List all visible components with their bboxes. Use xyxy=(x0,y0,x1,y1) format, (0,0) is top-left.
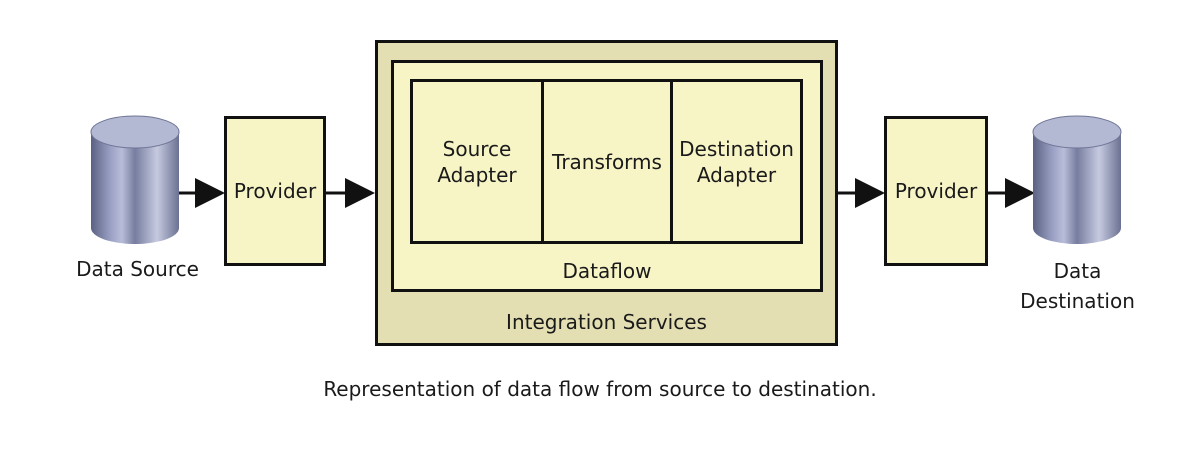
data-source-cylinder-icon xyxy=(90,115,180,244)
destination-adapter-box: Destination Adapter xyxy=(670,79,803,244)
dataflow-label: Dataflow xyxy=(562,259,652,283)
destination-adapter-label: Destination Adapter xyxy=(679,136,794,187)
provider-right-box: Provider xyxy=(884,116,988,266)
source-adapter-box: Source Adapter xyxy=(410,79,544,244)
data-destination-cylinder-icon xyxy=(1032,115,1122,244)
data-destination-label: Data Destination xyxy=(1020,259,1135,313)
transforms-label: Transforms xyxy=(552,149,662,174)
provider-right-label: Provider xyxy=(894,179,978,203)
data-source-label: Data Source xyxy=(76,257,199,281)
transforms-box: Transforms xyxy=(541,79,673,244)
source-adapter-label: Source Adapter xyxy=(437,136,517,187)
integration-services-label: Integration Services xyxy=(506,310,707,334)
provider-left-box: Provider xyxy=(224,116,326,266)
diagram-caption: Representation of data flow from source … xyxy=(323,377,877,401)
provider-left-label: Provider xyxy=(233,179,317,203)
